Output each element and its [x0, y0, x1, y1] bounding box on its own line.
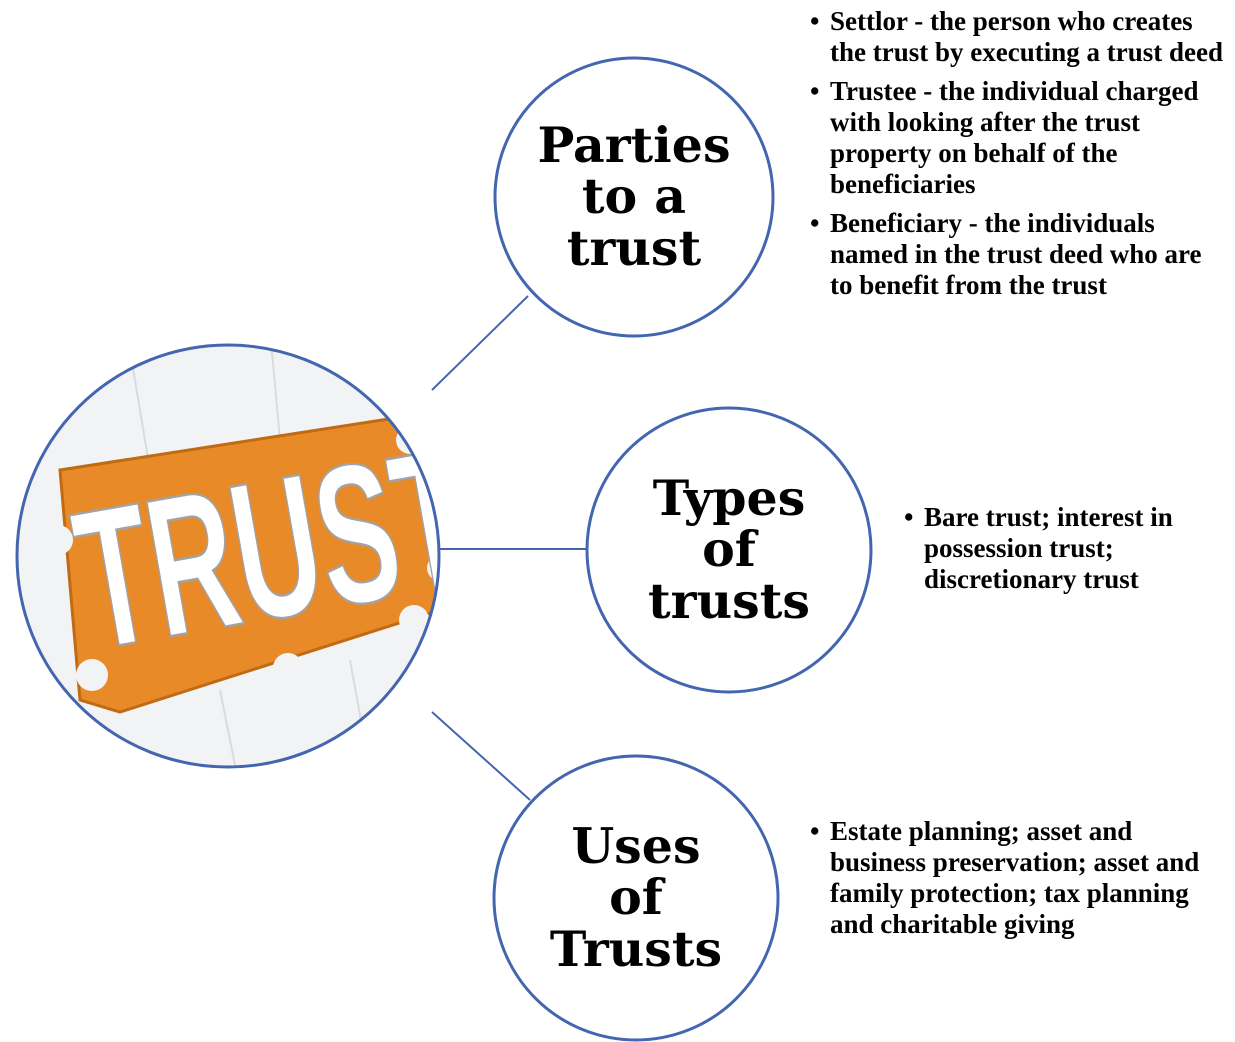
bullet-uses: Estate planning; asset and business pres… [810, 816, 1215, 940]
bullet-types: Bare trust; interest in possession trust… [904, 502, 1230, 595]
uses-circle [492, 754, 780, 1042]
puzzle-trust-image: TRUST [17, 345, 439, 767]
parties-title: Parties to a trust [537, 115, 731, 277]
uses-title: Uses of Trusts [549, 816, 723, 978]
types-title: Types of trusts [648, 468, 810, 630]
types-bullets: Bare trust; interest in possession trust… [904, 502, 1230, 603]
parties-circle [493, 56, 775, 338]
connector-uses [431, 711, 531, 801]
parties-bullets: Settlor - the person who creates the tru… [810, 6, 1230, 309]
types-circle [585, 406, 873, 694]
connector-parties [431, 295, 529, 391]
uses-bullets: Estate planning; asset and business pres… [810, 816, 1215, 948]
bullet-trustee: Trustee - the individual charged with lo… [810, 76, 1230, 200]
bullet-beneficiary: Beneficiary - the individuals named in t… [810, 208, 1230, 301]
center-circle [15, 343, 441, 769]
bullet-settlor: Settlor - the person who creates the tru… [810, 6, 1230, 68]
